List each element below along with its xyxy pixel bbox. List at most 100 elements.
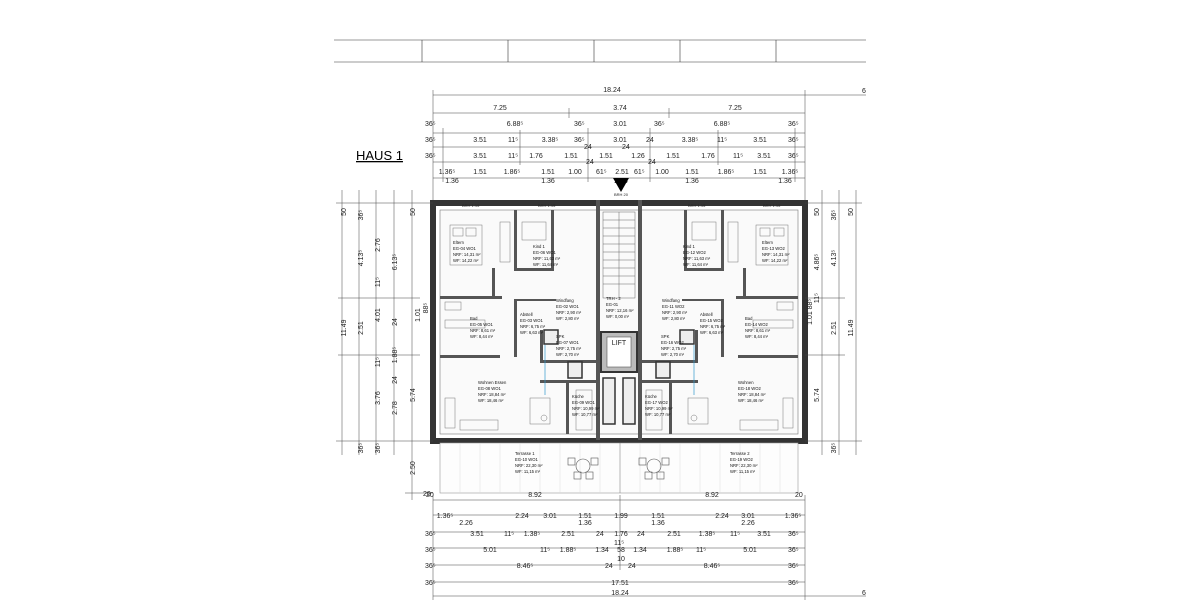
dim-top-row3-b: 6.88⁵ xyxy=(507,121,524,128)
dim-left-inner-b: 2.76 xyxy=(375,238,382,252)
room-code: EG-04 WO1 xyxy=(453,246,476,251)
room-nrf: NRF: 11,63 m² xyxy=(533,256,561,261)
dim-top-row5-j: 24 xyxy=(648,159,656,166)
brh-top-left: BRH 1.15 xyxy=(462,203,480,208)
dim-top-row3-f: 6.88⁵ xyxy=(714,121,731,128)
room-nrf: NRF: 18,84 m² xyxy=(478,392,506,397)
left-dimension-lines xyxy=(336,190,433,500)
room-eltern-wo2: Eltern EG-13 WO2 NRF: 14,31 m² WF: 14,22… xyxy=(762,240,790,263)
room-name: Abstell xyxy=(700,312,713,317)
dim-bottom-row1b-b: 1.36 xyxy=(578,520,592,527)
dim-left-inner-c: 11⁵ xyxy=(375,277,382,287)
dim-left-inner-f: 3.76 xyxy=(375,391,382,405)
dim-top-row3-c: 36⁵ xyxy=(574,121,585,128)
terrace xyxy=(439,442,799,494)
dim-bottom-row3-top: 11⁵ xyxy=(614,540,624,547)
lift-shaft: LIFT xyxy=(600,331,638,373)
lift-label: LIFT xyxy=(612,340,627,347)
room-code: EG-18 WO2 xyxy=(738,386,761,391)
dim-left-small-a: 50 xyxy=(341,208,348,216)
right-dimension-lines xyxy=(805,190,862,455)
dim-top-row6-e: 1.00 xyxy=(568,169,582,176)
dim-top-row6-a: 1.36⁵ xyxy=(439,169,456,176)
dim-top-row3-e: 36⁵ xyxy=(654,121,665,128)
dim-bottom-row2-i: 2.51 xyxy=(667,531,681,538)
dim-bottom-row4-f: 8.46⁵ xyxy=(704,563,721,570)
room-wf: WF: 8,44 m² xyxy=(470,334,494,339)
room-nrf: NRF: 2,90 m² xyxy=(556,310,582,315)
dim-bottom-row3-b: 5.01 xyxy=(483,547,497,554)
dim-top-row7-a: 1.36 xyxy=(445,178,459,185)
dim-bottom-row1-c: 1.51 xyxy=(578,513,592,520)
room-wf: WF: 11,64 m² xyxy=(683,262,709,267)
room-wf: WF: 10,77 m² xyxy=(572,412,598,417)
room-eltern-wo1: Eltern EG-04 WO1 NRF: 14,31 m² WF: 14,22… xyxy=(453,240,481,263)
dim-right-inner-f: 36⁵ xyxy=(831,443,838,454)
dim-top-row7-b: 1.36 xyxy=(541,178,555,185)
room-code: EG-05 WO1 xyxy=(470,322,493,327)
dim-bottom-row2-m: 36⁵ xyxy=(788,531,799,538)
dim-bottom-row6-a: 18.24 xyxy=(611,590,629,597)
dim-bottom-row4-g: 36⁵ xyxy=(788,563,799,570)
room-wohnen-wo1: Wohnen Essen EG-08 WO1 NRF: 18,84 m² WF:… xyxy=(478,380,507,403)
room-nrf: NRF: 10,99 m² xyxy=(572,406,600,411)
room-kind1-wo1: Kind 1 EG-06 WO1 NRF: 11,63 m² WF: 11,64… xyxy=(533,244,561,267)
room-name: Windfang xyxy=(662,298,680,303)
dim-left-mid-a: 2.51 xyxy=(358,321,365,335)
dim-left-small-c: 1.01 xyxy=(415,308,422,322)
dim-bottom-row1-a: 1.36⁵ xyxy=(437,513,454,520)
room-name: Abstell xyxy=(520,312,533,317)
room-code: EG-13 WO2 xyxy=(762,246,785,251)
dim-bottom-row2-a: 36⁵ xyxy=(425,531,436,538)
right-dimension-labels: 11.49 4.86⁵ 2.51 5.74 36⁵ 4.13⁵ 11⁵ 1.01… xyxy=(807,208,855,453)
dim-right-mid-a: 4.86⁵ xyxy=(814,254,821,271)
dim-bottom-row2-l: 3.51 xyxy=(757,531,771,538)
dim-bottom-row2-c: 11⁵ xyxy=(504,531,514,538)
dim-bottom-row4-e: 24 xyxy=(628,563,636,570)
dim-bottom-row3-i: 11⁵ xyxy=(696,547,706,554)
dim-top-row6-j: 1.51 xyxy=(685,169,699,176)
dim-top-row7-d: 1.36 xyxy=(685,178,699,185)
room-code: EG-07 WO1 xyxy=(556,340,579,345)
dim-top-row4-b: 3.51 xyxy=(473,137,487,144)
room-code: EG-03 WO1 xyxy=(520,318,543,323)
dim-top-row2-a: 7.25 xyxy=(493,105,507,112)
dim-top-row5-f: 24 xyxy=(586,159,594,166)
dim-top-row4-j: 11⁵ xyxy=(717,137,727,144)
dim-left-inner2-g: 36⁵ xyxy=(375,443,382,454)
dim-top-row5-k: 1.51 xyxy=(666,153,680,160)
dim-bottom-row2-g: 1.76 xyxy=(614,531,628,538)
dim-bottom-row2-e: 2.51 xyxy=(561,531,575,538)
room-name: Eltern xyxy=(762,240,774,245)
dim-bottom-row1-e: 1.51 xyxy=(651,513,665,520)
room-kueche-wo2: Küche EG-17 WO2 NRF: 10,99 m² WF: 10,77 … xyxy=(645,394,673,417)
dim-left-inner2-b: 6.13⁵ xyxy=(392,254,399,271)
room-windfang-wo2: Windfang EG-11 WO2 NRF: 2,90 m² WF: 2,80… xyxy=(662,298,688,321)
dim-top-row5-d: 1.76 xyxy=(529,153,543,160)
room-code: EG-14 WO2 xyxy=(745,322,768,327)
room-code: EG-15 WO2 xyxy=(700,318,723,323)
room-abstell-wo1: Abstell EG-03 WO1 NRF: 6,75 m² WF: 6,63 … xyxy=(520,312,546,335)
dim-top-row4-g: 3.01 xyxy=(613,137,627,144)
dim-bottom-row1-g: 1.36⁵ xyxy=(785,513,802,520)
bottom-dimension-labels: 8.92 8.92 20 20 1.36⁵ 2.24 1.51 1.99 1.5… xyxy=(425,492,866,597)
dim-top-row2-b: 3.74 xyxy=(613,105,627,112)
brh-stair: BRH 20 xyxy=(614,192,629,197)
dim-terrace-right: 8.92 xyxy=(705,492,719,499)
room-wf: WF: 6,63 m² xyxy=(700,330,724,335)
room-nrf: NRF: 14,31 m² xyxy=(762,252,790,257)
room-nrf: NRF: 12,16 m² xyxy=(606,308,634,313)
room-wf: WF: 10,77 m² xyxy=(645,412,671,417)
dim-right-outer: 11.49 xyxy=(848,319,855,336)
dim-right-mid-c: 5.74 xyxy=(814,388,821,402)
dim-bottom-row2-h: 24 xyxy=(637,531,645,538)
dim-left-small-f: 20 xyxy=(423,491,431,498)
dim-top-row5-h: 24 xyxy=(622,144,630,151)
room-wf: WF: 2,70 m² xyxy=(556,352,580,357)
dim-left-inner-d: 4.01 xyxy=(375,308,382,322)
dim-top-row4-l: 36⁵ xyxy=(788,137,799,144)
dim-top-row6-g: 2.51 xyxy=(615,169,629,176)
dim-left-mid-b: 5.74 xyxy=(410,388,417,402)
service-shafts xyxy=(543,329,695,425)
room-name: Wohnen xyxy=(738,380,754,385)
